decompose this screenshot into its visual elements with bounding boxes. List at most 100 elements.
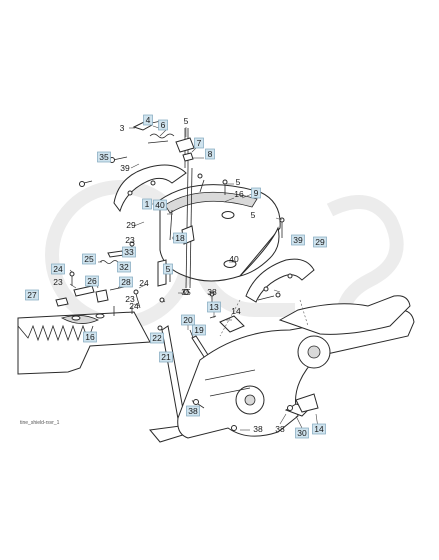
callout-text: 38 bbox=[188, 406, 198, 416]
callout-box bbox=[82, 253, 96, 265]
callout-text: 29 bbox=[126, 220, 136, 230]
callout-13: 13 bbox=[207, 301, 221, 313]
callout-box bbox=[251, 187, 261, 199]
callout-38: 38 bbox=[186, 405, 200, 417]
callout-box bbox=[119, 276, 133, 288]
callout-box bbox=[181, 314, 195, 326]
callout-box bbox=[291, 234, 305, 246]
callout-text: 5 bbox=[166, 264, 171, 274]
callout-text: 16 bbox=[234, 189, 244, 199]
callout-text: 24 bbox=[53, 264, 63, 274]
callout-28: 28 bbox=[119, 276, 133, 288]
callout-box bbox=[153, 199, 167, 211]
callout-29: 29 bbox=[126, 220, 136, 230]
transmission-frame bbox=[177, 295, 415, 439]
callout-text: 40 bbox=[229, 254, 239, 264]
callout-text: 8 bbox=[208, 149, 213, 159]
callout-4: 4 bbox=[143, 114, 153, 126]
callout-text: 9 bbox=[254, 188, 259, 198]
callout-text: 29 bbox=[315, 237, 325, 247]
callout-32: 32 bbox=[117, 261, 131, 273]
callout-39: 39 bbox=[291, 234, 305, 246]
callout-text: 26 bbox=[87, 276, 97, 286]
callout-1: 1 bbox=[142, 198, 152, 210]
callout-text: 20 bbox=[183, 315, 193, 325]
callout-box bbox=[51, 263, 65, 275]
callout-text: 1 bbox=[145, 199, 150, 209]
callout-text: 28 bbox=[121, 277, 131, 287]
callout-box bbox=[142, 198, 152, 210]
callout-7: 7 bbox=[194, 137, 204, 149]
callout-text: 19 bbox=[194, 325, 204, 335]
lower-fasteners bbox=[183, 289, 237, 431]
callout-text: 18 bbox=[175, 233, 185, 243]
callout-text: 13 bbox=[209, 302, 219, 312]
main-tine-shield bbox=[159, 173, 281, 282]
callout-box bbox=[192, 324, 206, 336]
callout-5: 5 bbox=[163, 263, 173, 275]
callout-38: 38 bbox=[207, 287, 217, 297]
callout-5: 5 bbox=[251, 210, 256, 220]
callout-box bbox=[85, 275, 99, 287]
callout-text: 5 bbox=[236, 177, 241, 187]
callout-22: 22 bbox=[150, 332, 164, 344]
callout-text: 33 bbox=[124, 247, 134, 257]
callout-box bbox=[159, 351, 173, 363]
callout-40: 40 bbox=[153, 199, 167, 211]
callout-text: 27 bbox=[27, 290, 37, 300]
callout-24: 24 bbox=[129, 301, 139, 311]
right-side-shield bbox=[245, 258, 315, 303]
callout-24: 24 bbox=[51, 263, 65, 275]
callout-38: 38 bbox=[253, 424, 263, 434]
rear-flap bbox=[17, 306, 151, 375]
callout-box bbox=[295, 427, 309, 439]
callout-text: 35 bbox=[181, 287, 191, 297]
callout-23: 23 bbox=[53, 277, 63, 287]
callout-box bbox=[186, 405, 200, 417]
callout-text: 5 bbox=[251, 210, 256, 220]
callout-8: 8 bbox=[205, 148, 215, 160]
callout-text: 23 bbox=[53, 277, 63, 287]
callout-9: 9 bbox=[251, 187, 261, 199]
callout-box bbox=[122, 246, 136, 258]
callout-text: 22 bbox=[152, 333, 162, 343]
callout-text: 21 bbox=[161, 352, 171, 362]
upper-linkage bbox=[132, 120, 195, 168]
callout-box bbox=[97, 151, 111, 163]
callout-35: 35 bbox=[97, 151, 111, 163]
callout-5: 5 bbox=[236, 177, 241, 187]
callout-text: 32 bbox=[119, 262, 129, 272]
callout-text: 38 bbox=[275, 424, 285, 434]
callout-text: 7 bbox=[197, 138, 202, 148]
callout-18: 18 bbox=[173, 232, 187, 244]
callout-14: 14 bbox=[312, 423, 326, 435]
callout-text: 23 bbox=[125, 294, 135, 304]
callout-text: 30 bbox=[297, 428, 307, 438]
callout-box bbox=[143, 114, 153, 126]
callout-box bbox=[25, 289, 39, 301]
callout-box bbox=[150, 332, 164, 344]
callout-39: 39 bbox=[120, 163, 130, 173]
callout-text: 16 bbox=[85, 332, 95, 342]
callout-30: 30 bbox=[295, 427, 309, 439]
callout-box bbox=[158, 119, 168, 131]
callout-text: 39 bbox=[120, 163, 130, 173]
callout-text: 24 bbox=[139, 278, 149, 288]
callout-text: 5 bbox=[184, 116, 189, 126]
callout-14: 14 bbox=[231, 306, 241, 316]
callout-box bbox=[312, 423, 326, 435]
callout-text: 14 bbox=[231, 306, 241, 316]
callout-16: 16 bbox=[83, 331, 97, 343]
callout-box bbox=[205, 148, 215, 160]
callout-16: 16 bbox=[234, 189, 244, 199]
callout-text: 23 bbox=[125, 235, 135, 245]
callout-21: 21 bbox=[159, 351, 173, 363]
callout-text: 38 bbox=[207, 287, 217, 297]
bolt-cluster-upper bbox=[79, 156, 128, 187]
callout-box bbox=[313, 236, 327, 248]
callout-text: 38 bbox=[253, 424, 263, 434]
callout-text: 39 bbox=[293, 235, 303, 245]
callout-27: 27 bbox=[25, 289, 39, 301]
callout-33: 33 bbox=[122, 246, 136, 258]
